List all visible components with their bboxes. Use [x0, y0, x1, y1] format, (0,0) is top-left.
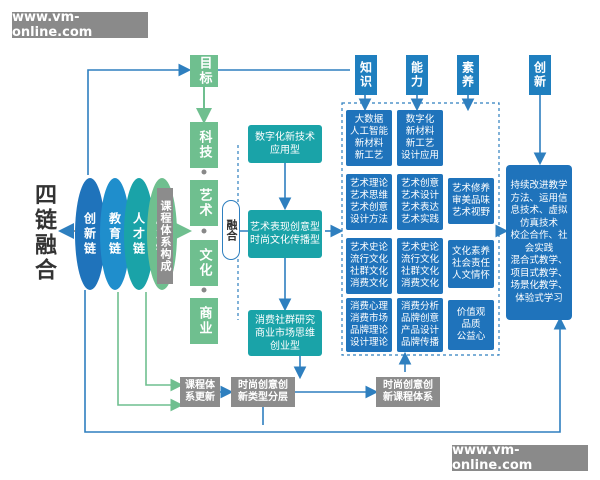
ability-cell: 消费分析 品牌创意 产品设计 品牌传播: [397, 298, 443, 352]
grid-frame: [341, 102, 500, 356]
discipline-culture: 文化: [190, 240, 218, 286]
discipline-art: 艺术: [190, 180, 218, 226]
chain-talent: 人才链: [124, 178, 154, 290]
frame-top-line: [87, 63, 192, 175]
discipline-tech: 科技: [190, 122, 218, 168]
quality-cell: 艺术修养 审美品味 艺术视野: [448, 178, 494, 224]
watermark-top: www.vm-online.com: [12, 10, 148, 40]
watermark-bottom: www.vm-online.com: [452, 443, 588, 473]
talent-type-business: 消费社群研究 商业市场思维 创业型: [248, 310, 322, 356]
bottom-box-new-curriculum: 时尚创意创 新课程体系: [376, 377, 440, 407]
ability-cell: 艺术创意 艺术设计 艺术表达 艺术实践: [397, 174, 443, 230]
fusion-label: 融合: [222, 200, 240, 260]
discipline-dot: [201, 228, 207, 234]
chain-education: 教育链: [100, 178, 130, 290]
goal-box: 目标: [190, 55, 218, 87]
bottom-box-curriculum-update: 课程体 系更新: [180, 377, 220, 407]
header-ability: 能力: [406, 55, 428, 95]
quality-cell: 价值观 品质 公益心: [448, 300, 494, 350]
discipline-business: 商业: [190, 298, 218, 344]
knowledge-cell: 消费心理 消费市场 品牌理论 设计理论: [346, 298, 392, 352]
innovation-box: 持续改进教学 方法、运用信 息技术、虚拟 仿真技术 校企合作、社 会实践 混合式…: [506, 165, 572, 320]
discipline-dot: [201, 287, 207, 293]
quality-cell: 文化素养 社会责任 人文情怀: [448, 240, 494, 288]
talent-type-digital: 数字化新技术 应用型: [248, 125, 322, 163]
talent-type-creative: 艺术表现创意型 时尚文化传播型: [248, 210, 322, 258]
ability-cell: 艺术史论 流行文化 社群文化 消费文化: [397, 238, 443, 294]
left-title: 四链融合: [31, 183, 56, 283]
frame-bottom-line: [84, 290, 567, 433]
feedback-line-1: [145, 292, 184, 392]
header-quality: 素养: [457, 55, 479, 95]
knowledge-cell: 大数据 人工智能 新材料 新工艺: [346, 110, 392, 166]
curriculum-label: 课程体系构成: [157, 188, 173, 284]
feedback-line-2: [117, 292, 184, 412]
header-innovation: 创新: [529, 55, 551, 95]
ability-cell: 数字化 新材料 新工艺 设计应用: [397, 110, 443, 166]
discipline-dot: [201, 169, 207, 175]
header-knowledge: 知识: [355, 55, 377, 95]
knowledge-cell: 艺术理论 艺术思维 艺术创意 设计方法: [346, 174, 392, 230]
knowledge-cell: 艺术史论 流行文化 社群文化 消费文化: [346, 238, 392, 294]
bottom-box-type-layering: 时尚创意创 新类型分层: [231, 377, 295, 407]
